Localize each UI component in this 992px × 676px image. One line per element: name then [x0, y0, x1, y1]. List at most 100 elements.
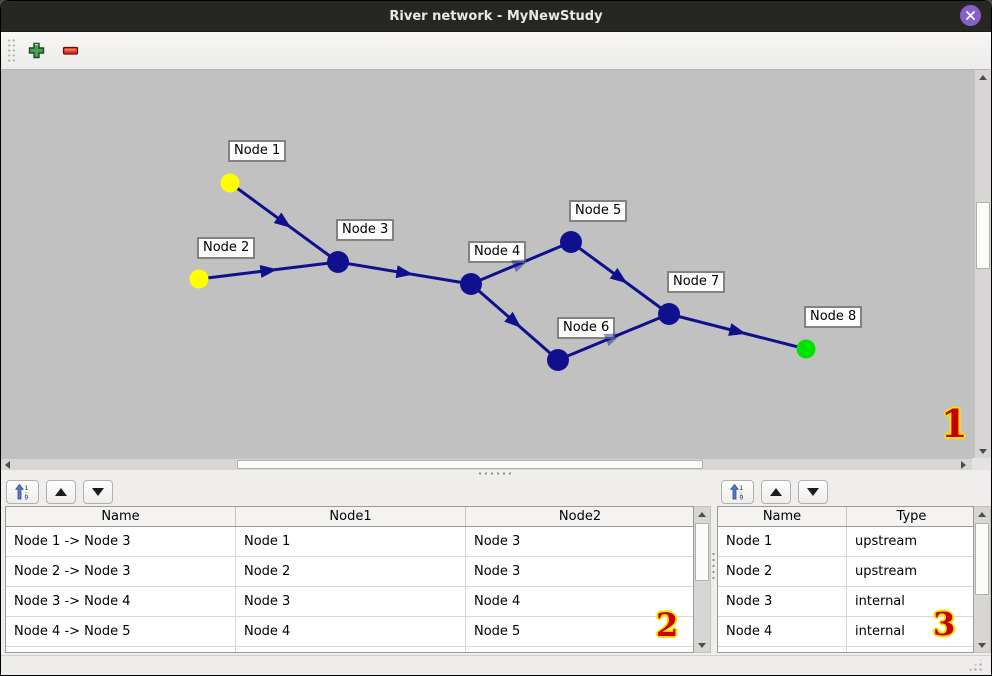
node-label[interactable]: Node 6 — [557, 317, 616, 339]
toolbar-drag-handle[interactable] — [7, 37, 16, 64]
table-cell[interactable]: Node 4 — [236, 617, 466, 646]
table-cell[interactable]: Node 5 — [474, 624, 521, 639]
node-label[interactable]: Node 5 — [569, 200, 628, 222]
network-canvas[interactable]: Node 1 Node 2 Node 3 Node 4 Node 5 Node 6 Node… — [1, 70, 974, 458]
table-row[interactable] — [718, 647, 974, 652]
column-header[interactable]: Name — [718, 507, 847, 526]
svg-text:1: 1 — [25, 485, 29, 492]
table-row[interactable] — [6, 647, 694, 652]
node-label[interactable]: Node 8 — [804, 306, 863, 328]
add-button[interactable] — [24, 39, 48, 63]
table-cell[interactable]: Node 4 -> Node 5 — [6, 617, 236, 646]
scroll-down-button[interactable] — [694, 638, 710, 652]
table-cell[interactable] — [847, 647, 973, 652]
table-cell[interactable]: Node 3 — [474, 564, 521, 579]
table-cell[interactable]: Node 1 — [718, 527, 847, 556]
network-node[interactable] — [796, 339, 816, 359]
node-label[interactable]: Node 4 — [468, 241, 527, 263]
nodes-sort-button[interactable]: 1 9 — [721, 479, 754, 504]
reaches-move-up-button[interactable] — [46, 479, 76, 504]
table-row[interactable]: Node 1 upstream — [718, 527, 974, 557]
horizontal-scrollbar-thumb[interactable] — [237, 460, 703, 469]
close-button[interactable] — [960, 5, 981, 26]
reaches-scrollbar-thumb[interactable] — [695, 523, 709, 581]
main-toolbar — [1, 32, 991, 70]
table-cell[interactable] — [6, 647, 236, 652]
table-cell[interactable]: internal — [855, 624, 905, 639]
horizontal-splitter[interactable] — [1, 470, 991, 477]
scroll-right-button[interactable] — [957, 459, 969, 470]
scroll-up-button[interactable] — [975, 70, 991, 84]
table-cell[interactable]: Node 2 — [718, 557, 847, 586]
table-cell[interactable]: upstream — [855, 564, 918, 579]
table-cell[interactable] — [236, 647, 466, 652]
table-cell[interactable]: Node 1 -> Node 3 — [6, 527, 236, 556]
network-node[interactable] — [460, 273, 482, 295]
network-node[interactable] — [189, 269, 209, 289]
nodes-scrollbar-thumb[interactable] — [975, 523, 989, 595]
table-cell[interactable]: Node 4 — [718, 617, 847, 646]
vertical-splitter[interactable] — [711, 477, 716, 655]
network-edge[interactable] — [570, 240, 670, 316]
table-cell[interactable] — [718, 647, 847, 652]
network-edge[interactable] — [668, 312, 807, 351]
reaches-move-down-button[interactable] — [83, 479, 113, 504]
network-node[interactable] — [560, 231, 582, 253]
network-edge[interactable] — [337, 260, 472, 286]
network-node[interactable] — [547, 349, 569, 371]
node-label[interactable]: Node 1 — [228, 140, 287, 162]
nodes-move-down-button[interactable] — [798, 479, 828, 504]
network-node[interactable] — [220, 173, 240, 193]
vertical-scrollbar-thumb[interactable] — [976, 202, 990, 269]
scroll-up-button[interactable] — [694, 507, 710, 521]
table-cell[interactable]: Node 3 — [474, 534, 521, 549]
nodes-move-up-button[interactable] — [761, 479, 791, 504]
remove-button[interactable] — [58, 39, 82, 63]
network-edge[interactable] — [470, 240, 572, 286]
table-cell[interactable]: Node 2 — [236, 557, 466, 586]
scroll-left-button[interactable] — [1, 459, 13, 470]
table-cell[interactable]: internal — [855, 594, 905, 609]
scroll-down-button[interactable] — [975, 444, 991, 458]
node-label[interactable]: Node 3 — [336, 219, 395, 241]
table-cell[interactable]: upstream — [855, 534, 918, 549]
network-edge[interactable] — [198, 260, 339, 281]
network-node[interactable] — [658, 303, 680, 325]
scroll-up-button[interactable] — [974, 507, 990, 521]
column-header[interactable]: Node1 — [236, 507, 466, 526]
network-edge[interactable] — [470, 282, 559, 362]
titlebar[interactable]: River network - MyNewStudy — [1, 1, 991, 32]
canvas-horizontal-scrollbar[interactable] — [1, 458, 973, 470]
canvas-vertical-scrollbar[interactable] — [974, 70, 991, 458]
nodes-table-scrollbar[interactable] — [974, 506, 991, 653]
table-cell[interactable]: Node 3 — [718, 587, 847, 616]
close-icon — [966, 11, 975, 20]
table-row[interactable]: Node 2 upstream — [718, 557, 974, 587]
column-header[interactable]: Type — [896, 509, 927, 524]
node-label[interactable]: Node 2 — [197, 237, 256, 259]
node-label[interactable]: Node 7 — [667, 271, 726, 293]
table-cell[interactable]: Node 2 -> Node 3 — [6, 557, 236, 586]
reaches-sort-button[interactable]: 1 9 — [6, 479, 39, 504]
column-header[interactable]: Node2 — [558, 509, 602, 524]
scroll-down-button[interactable] — [974, 638, 990, 652]
reaches-table-scrollbar[interactable] — [694, 506, 711, 653]
network-node[interactable] — [327, 251, 349, 273]
table-cell[interactable]: Node 3 — [236, 587, 466, 616]
table-cell[interactable]: Node 3 -> Node 4 — [6, 587, 236, 616]
table-cell[interactable]: Node 1 — [236, 527, 466, 556]
column-header[interactable]: Name — [6, 507, 236, 526]
resize-grip[interactable] — [968, 657, 984, 671]
table-row[interactable]: Node 3 internal — [718, 587, 974, 617]
table-cell[interactable] — [466, 647, 693, 652]
nodes-toolbar: 1 9 — [716, 477, 991, 506]
table-row[interactable]: Node 4 internal — [718, 617, 974, 647]
table-cell[interactable]: Node 4 — [474, 594, 521, 609]
svg-text:1: 1 — [740, 485, 744, 492]
